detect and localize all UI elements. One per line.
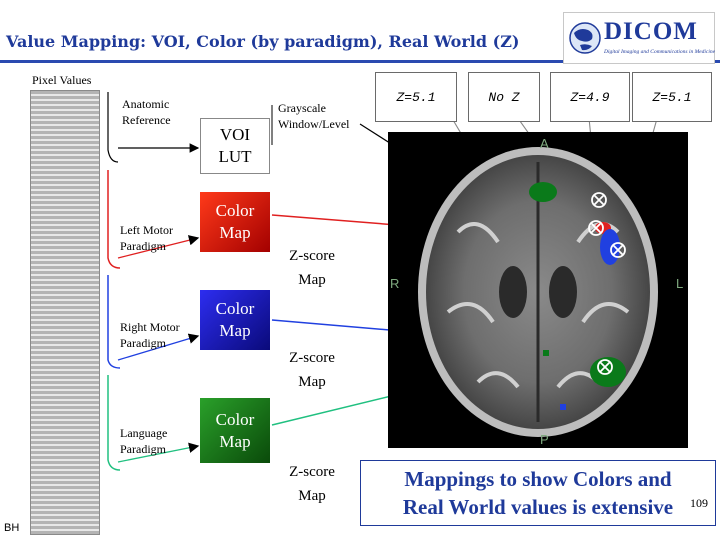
language-activation-1: [529, 182, 557, 202]
bracket-anatomic: [107, 92, 119, 163]
title-divider: [0, 60, 720, 63]
brain-label-left: L: [676, 276, 683, 291]
bracket-language: [107, 375, 121, 471]
crosshair-icons: [588, 192, 626, 375]
z-value-box-1: Z=5.1: [375, 72, 457, 122]
language-label: Language Paradigm: [120, 426, 168, 456]
globe-icon: [569, 22, 601, 54]
zscore-map-label-1: Z-score Map: [289, 248, 335, 288]
z-value-3: Z=4.9: [570, 89, 610, 105]
voi-lut-box: VOI LUT: [200, 118, 270, 174]
author-initials: BH: [4, 522, 20, 534]
anatomic-reference-label: Anatomic Reference: [122, 97, 171, 127]
color-map-text-1: Color Map: [215, 201, 255, 242]
right-motor-activation: [600, 229, 620, 265]
bracket-left-motor: [107, 170, 121, 269]
caption-box: Mappings to show Colors and Real World v…: [360, 460, 716, 526]
brain-label-right: R: [390, 276, 399, 291]
arrow-to-color-3: [117, 442, 200, 463]
arrow-to-color-2: [117, 333, 200, 361]
blue-dot: [560, 404, 566, 410]
brain-mri-image: A P R L: [388, 132, 688, 448]
color-map-text-2: Color Map: [215, 299, 255, 340]
slide-title: Value Mapping: VOI, Color (by paradigm),…: [6, 32, 520, 51]
page-number: 109: [690, 496, 708, 510]
brain-mri-svg: A P R L: [388, 132, 688, 448]
z-value-2: No Z: [488, 89, 520, 105]
logo-wordmark: DICOM: [604, 18, 698, 45]
right-motor-label: Right Motor Paradigm: [120, 320, 180, 350]
zscore-map-label-3: Z-score Map: [289, 464, 335, 504]
dicom-logo: DICOM Digital Imaging and Communications…: [563, 12, 715, 64]
z-value-box-2: No Z: [468, 72, 540, 122]
color-map-language: Color Map: [200, 398, 270, 463]
color-map-right-motor: Color Map: [200, 290, 270, 350]
grayscale-window-label: Grayscale Window/Level: [278, 101, 350, 131]
z-value-4: Z=5.1: [652, 89, 692, 105]
brain-label-posterior: P: [540, 432, 549, 447]
caption-text: Mappings to show Colors and Real World v…: [402, 467, 674, 519]
green-dot: [543, 350, 549, 356]
voi-lut-text: VOI LUT: [218, 125, 252, 166]
color-map-text-3: Color Map: [215, 409, 255, 451]
brain-label-anterior: A: [540, 136, 549, 151]
z-value-1: Z=5.1: [396, 89, 436, 105]
logo-tagline: Digital Imaging and Communications in Me…: [604, 49, 716, 55]
bracket-right-motor: [107, 275, 121, 369]
z-value-box-4: Z=5.1: [632, 72, 712, 122]
arrow-to-color-1: [117, 235, 200, 259]
pixel-values-label: Pixel Values: [32, 73, 92, 87]
zscore-map-label-2: Z-score Map: [289, 350, 335, 390]
left-motor-label: Left Motor Paradigm: [120, 223, 173, 253]
pixel-values-bar: [30, 90, 100, 535]
color-map-left-motor: Color Map: [200, 192, 270, 252]
z-value-box-3: Z=4.9: [550, 72, 630, 122]
